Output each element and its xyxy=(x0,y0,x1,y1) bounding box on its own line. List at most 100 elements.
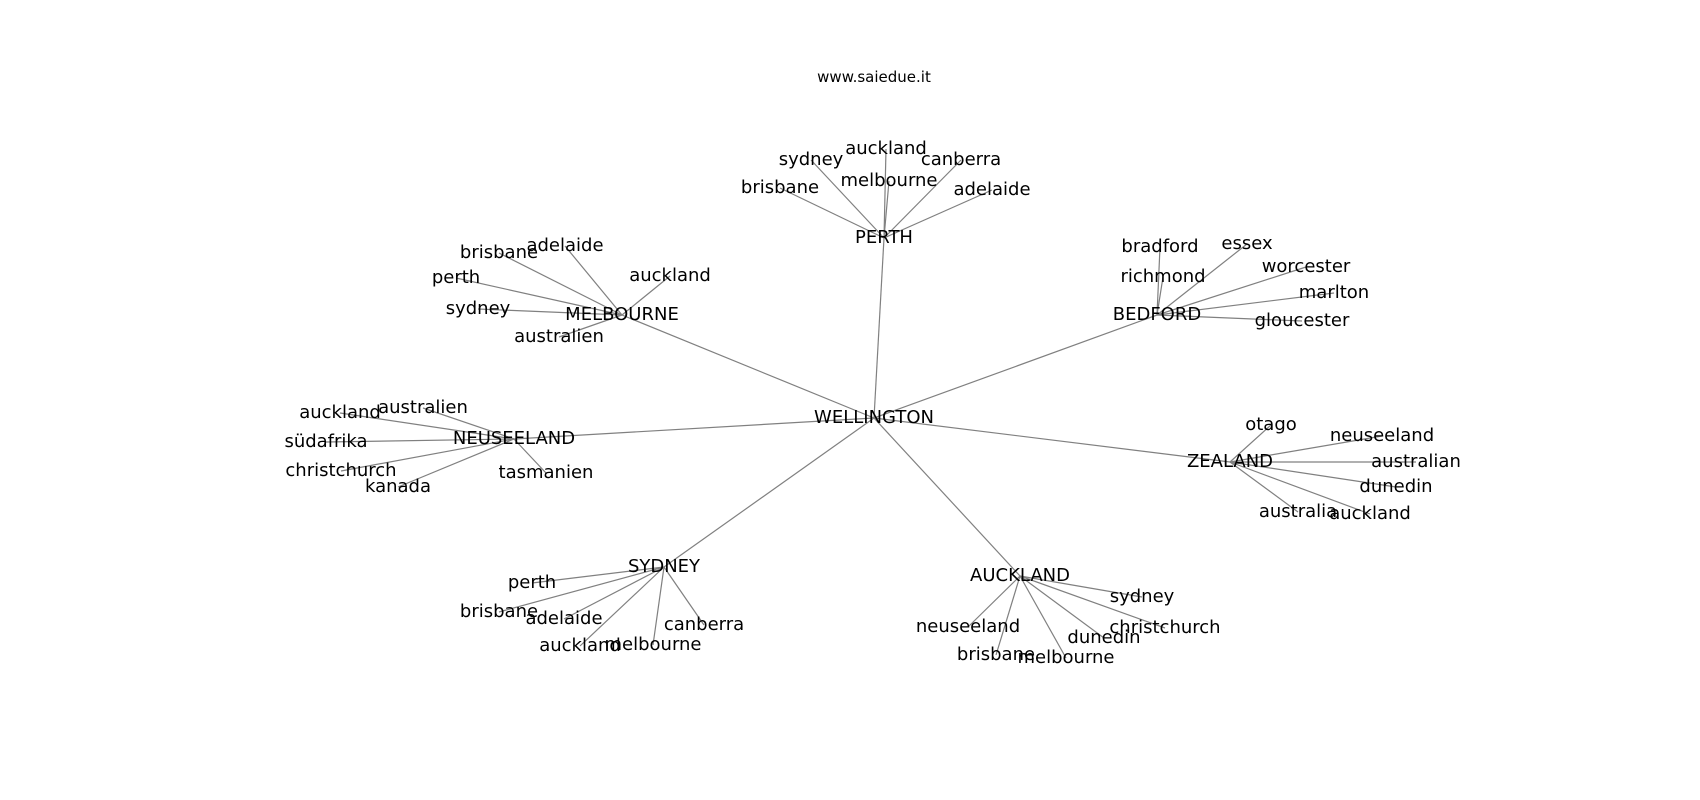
edge-auckland-leaf xyxy=(1019,575,1067,659)
node-leaf-neuseeland: auckland xyxy=(299,402,381,423)
edge-neuseeland-leaf xyxy=(422,407,515,440)
edge-melbourne-leaf xyxy=(621,275,671,316)
edge-auckland-leaf xyxy=(1019,575,1166,629)
edge-sydney-leaf xyxy=(563,566,665,620)
edge-sydney-leaf xyxy=(652,566,665,646)
edge-root-neuseeland xyxy=(513,417,875,440)
edge-bedford-leaf xyxy=(1156,266,1307,316)
edge-perth-leaf xyxy=(883,180,890,239)
edge-bedford-leaf xyxy=(1156,314,1303,322)
edge-root-sydney xyxy=(663,417,875,568)
edge-zealand-leaf xyxy=(1229,461,1371,515)
edge-neuseeland-leaf xyxy=(513,438,547,474)
site-url-label: www.saiedue.it xyxy=(817,68,931,86)
node-leaf-zealand: australia xyxy=(1259,501,1337,522)
node-leaf-bedford: gloucester xyxy=(1255,310,1350,331)
edge-sydney-leaf xyxy=(663,566,705,626)
node-leaf-sydney: auckland xyxy=(539,635,621,656)
edge-zealand-leaf xyxy=(1229,424,1272,463)
edge-auckland-leaf xyxy=(995,575,1021,656)
edge-root-auckland xyxy=(873,417,1021,577)
node-leaf-perth: brisbane xyxy=(741,177,819,198)
node-leaf-perth: melbourne xyxy=(840,170,937,191)
node-leaf-auckland: christchurch xyxy=(1109,617,1220,638)
node-leaf-auckland: brisbane xyxy=(957,644,1035,665)
edge-bedford-leaf xyxy=(1156,292,1335,316)
edge-bedford-leaf xyxy=(1156,246,1161,316)
edge-root-melbourne xyxy=(621,314,875,419)
node-leaf-neuseeland: kanada xyxy=(365,476,431,497)
node-leaf-melbourne: adelaide xyxy=(526,235,603,256)
node-leaf-neuseeland: südafrika xyxy=(284,431,367,452)
node-leaf-melbourne: australien xyxy=(514,326,604,347)
node-leaf-zealand: australian xyxy=(1371,451,1461,472)
edge-perth-leaf xyxy=(883,159,962,239)
node-leaf-melbourne: perth xyxy=(432,267,480,288)
edge-sydney-leaf xyxy=(498,566,665,613)
edge-neuseeland-leaf xyxy=(397,438,515,488)
node-leaf-neuseeland: tasmanien xyxy=(499,462,594,483)
node-hub-melbourne: MELBOURNE xyxy=(565,304,679,325)
node-leaf-neuseeland: australien xyxy=(378,397,468,418)
edge-melbourne-leaf xyxy=(564,245,623,316)
node-leaf-bedford: essex xyxy=(1221,233,1273,254)
node-leaf-sydney: perth xyxy=(508,572,556,593)
edge-perth-leaf xyxy=(883,148,887,239)
edge-auckland-leaf xyxy=(967,575,1021,628)
node-leaf-sydney: adelaide xyxy=(525,608,602,629)
node-leaf-zealand: auckland xyxy=(1329,503,1411,524)
edge-sydney-leaf xyxy=(531,566,665,584)
labels-layer: WELLINGTONPERTHbrisbanesydneyaucklandmel… xyxy=(284,138,1460,668)
node-leaf-melbourne: sydney xyxy=(446,298,511,319)
edge-perth-leaf xyxy=(779,187,885,239)
node-leaf-sydney: canberra xyxy=(664,614,744,635)
edges-layer xyxy=(325,148,1416,659)
node-leaf-sydney: brisbane xyxy=(460,601,538,622)
node-leaf-perth: sydney xyxy=(779,149,844,170)
edge-auckland-leaf xyxy=(1019,575,1143,598)
node-leaf-zealand: neuseeland xyxy=(1330,425,1434,446)
node-leaf-zealand: dunedin xyxy=(1359,476,1432,497)
node-leaf-perth: auckland xyxy=(845,138,927,159)
edge-sydney-leaf xyxy=(579,566,665,647)
edge-neuseeland-leaf xyxy=(325,438,515,443)
node-leaf-melbourne: auckland xyxy=(629,265,711,286)
node-leaf-bedford: richmond xyxy=(1120,266,1205,287)
node-hub-perth: PERTH xyxy=(855,227,913,248)
node-hub-sydney: SYDNEY xyxy=(628,556,701,577)
edge-melbourne-leaf xyxy=(558,314,623,338)
edge-bedford-leaf xyxy=(1156,243,1248,316)
node-hub-neuseeland: NEUSEELAND xyxy=(453,428,575,449)
edge-neuseeland-leaf xyxy=(339,412,515,440)
edge-melbourne-leaf xyxy=(498,252,623,316)
node-hub-zealand: ZEALAND xyxy=(1187,451,1273,472)
node-leaf-auckland: dunedin xyxy=(1067,627,1140,648)
node-leaf-auckland: neuseeland xyxy=(916,616,1020,637)
edge-zealand-leaf xyxy=(1229,435,1383,463)
node-leaf-auckland: sydney xyxy=(1110,586,1175,607)
node-leaf-bedford: worcester xyxy=(1262,256,1351,277)
edge-melbourne-leaf xyxy=(477,308,623,316)
node-leaf-bedford: bradford xyxy=(1121,236,1198,257)
node-hub-auckland: AUCKLAND xyxy=(970,565,1070,586)
edge-melbourne-leaf xyxy=(455,277,623,316)
edge-root-perth xyxy=(873,237,885,419)
node-leaf-neuseeland: christchurch xyxy=(285,460,396,481)
edge-auckland-leaf xyxy=(1019,575,1105,639)
edge-perth-leaf xyxy=(883,189,993,239)
node-leaf-perth: adelaide xyxy=(953,179,1030,200)
edge-perth-leaf xyxy=(810,159,885,239)
node-root: WELLINGTON xyxy=(814,407,934,428)
node-leaf-sydney: melbourne xyxy=(604,634,701,655)
node-hub-bedford: BEDFORD xyxy=(1113,304,1201,325)
node-leaf-zealand: otago xyxy=(1245,414,1297,435)
edge-neuseeland-leaf xyxy=(340,438,515,472)
node-leaf-auckland: melbourne xyxy=(1017,647,1114,668)
edge-root-bedford xyxy=(873,314,1158,419)
edge-zealand-leaf xyxy=(1229,461,1299,513)
node-leaf-bedford: marlton xyxy=(1299,282,1369,303)
edge-zealand-leaf xyxy=(1229,461,1397,488)
edge-root-zealand xyxy=(873,417,1231,463)
node-leaf-melbourne: brisbane xyxy=(460,242,538,263)
